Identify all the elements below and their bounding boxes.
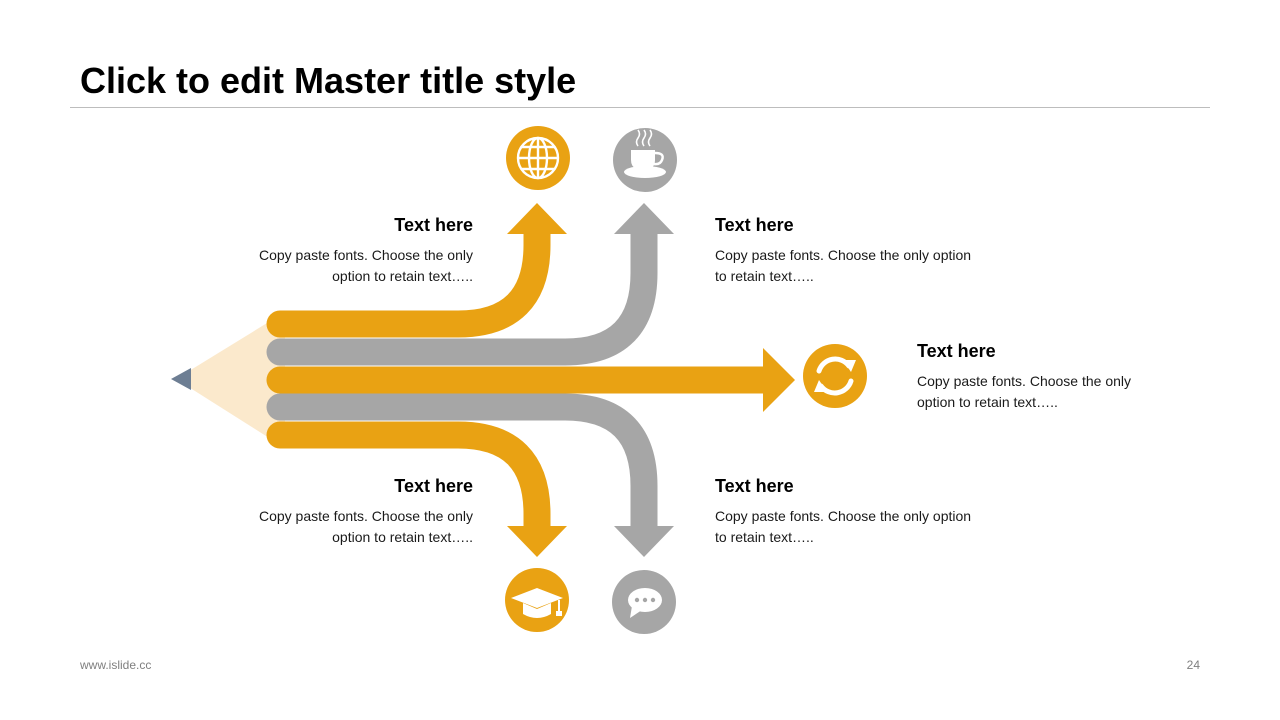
- arrow-head-top-orange: [507, 203, 567, 234]
- text-block-bottom-right: Text here Copy paste fonts. Choose the o…: [715, 475, 1005, 548]
- text-block-top-right: Text here Copy paste fonts. Choose the o…: [715, 214, 1005, 287]
- block-body-line[interactable]: option to retain text…..: [917, 394, 1058, 410]
- block-body-line[interactable]: Copy paste fonts. Choose the only: [917, 373, 1132, 389]
- arrow-head-middle: [763, 348, 795, 412]
- block-heading[interactable]: Text here: [394, 476, 473, 496]
- block-heading[interactable]: Text here: [715, 476, 794, 496]
- arrow-path-bottom-orange: [266, 421, 551, 542]
- arrow-head-bottom-orange: [507, 526, 567, 557]
- graduation-cap-icon[interactable]: [505, 568, 569, 632]
- arrow-head-top-gray: [614, 203, 674, 234]
- block-body-line[interactable]: Copy paste fonts. Choose the only: [258, 247, 473, 263]
- pencil-wood: [176, 312, 285, 448]
- text-block-top-left: Text here Copy paste fonts. Choose the o…: [183, 214, 473, 287]
- slide-title[interactable]: Click to edit Master title style: [80, 60, 577, 101]
- block-body-line[interactable]: option to retain text…..: [332, 529, 473, 545]
- coffee-cup-icon[interactable]: [613, 128, 677, 192]
- arrow-path-top-orange: [266, 218, 551, 338]
- arrow-path-top-gray: [266, 218, 658, 366]
- block-heading[interactable]: Text here: [394, 215, 473, 235]
- arrow-path-bottom-gray: [266, 393, 658, 542]
- block-body-line[interactable]: to retain text…..: [715, 529, 814, 545]
- speech-bubble-icon[interactable]: [612, 570, 676, 634]
- block-body-line[interactable]: to retain text…..: [715, 268, 814, 284]
- block-heading[interactable]: Text here: [917, 341, 996, 361]
- pencil-tip: [171, 368, 191, 390]
- text-block-middle-right: Text here Copy paste fonts. Choose the o…: [917, 340, 1207, 413]
- title-divider: [70, 107, 1210, 108]
- refresh-icon[interactable]: [803, 344, 867, 408]
- block-heading[interactable]: Text here: [715, 215, 794, 235]
- globe-icon[interactable]: [506, 126, 570, 190]
- footer-url: www.islide.cc: [80, 658, 152, 672]
- block-body-line[interactable]: option to retain text…..: [332, 268, 473, 284]
- arrow-head-bottom-gray: [614, 526, 674, 557]
- block-body-line[interactable]: Copy paste fonts. Choose the only: [258, 508, 473, 524]
- block-body-line[interactable]: Copy paste fonts. Choose the only option: [715, 508, 972, 524]
- page-number: 24: [1186, 658, 1200, 672]
- block-body-line[interactable]: Copy paste fonts. Choose the only option: [715, 247, 972, 263]
- text-block-bottom-left: Text here Copy paste fonts. Choose the o…: [183, 475, 473, 548]
